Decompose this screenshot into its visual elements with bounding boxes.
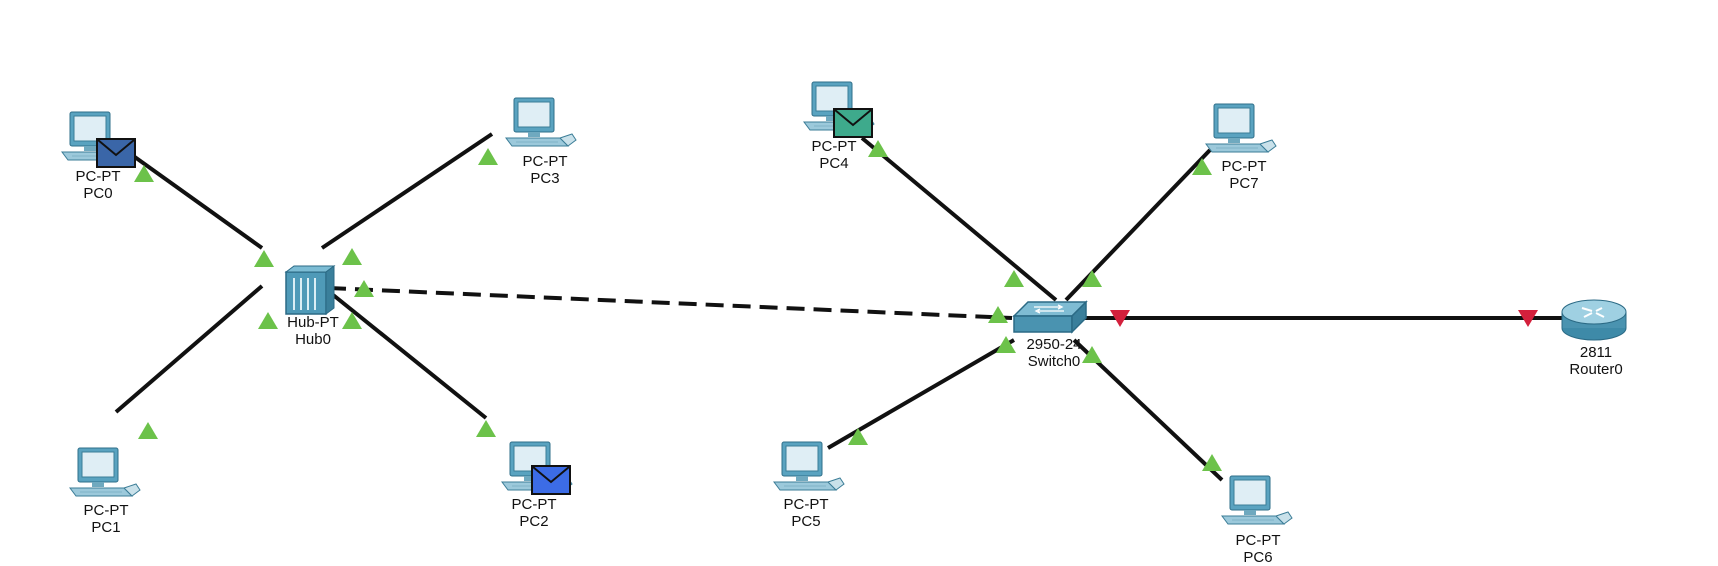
switch0-model: 2950-24 [1026, 336, 1082, 353]
pc5-model: PC-PT [783, 496, 829, 513]
cable-pc0-hub0[interactable] [116, 143, 264, 250]
pc6-model: PC-PT [1235, 532, 1281, 549]
link-light-up [478, 148, 498, 165]
pc7-model: PC-PT [1221, 158, 1267, 175]
link-light-up [354, 280, 374, 297]
link-light-up [254, 250, 274, 267]
envelope-icon[interactable] [833, 108, 873, 138]
cable-pc3-hub0[interactable] [320, 132, 494, 250]
cable-hub0-switch0[interactable] [327, 286, 1013, 320]
pc0-model: PC-PT [75, 168, 121, 185]
link-light-up [476, 420, 496, 437]
pc6-name: PC6 [1243, 549, 1273, 566]
link-light-up [1082, 346, 1102, 363]
pc4-model: PC-PT [811, 138, 857, 155]
pc1-name: PC1 [91, 519, 121, 536]
link-light-up [1202, 454, 1222, 471]
link-light-up [1004, 270, 1024, 287]
link-light-up [342, 248, 362, 265]
pc3-model: PC-PT [522, 153, 568, 170]
cable-pc2-hub0[interactable] [320, 284, 488, 420]
link-light-up [138, 422, 158, 439]
pc7-device[interactable] [1205, 103, 1277, 153]
hub0-name: Hub0 [295, 331, 331, 348]
pc0-name: PC0 [83, 185, 113, 202]
link-light-down [1110, 310, 1130, 327]
router0-model: 2811 [1579, 344, 1613, 361]
pc3-device[interactable] [505, 97, 577, 147]
hub0-model: Hub-PT [287, 314, 339, 331]
switch0-name: Switch0 [1027, 353, 1081, 370]
pc5-name: PC5 [791, 513, 821, 530]
pc5-device[interactable] [773, 441, 845, 491]
link-light-up [134, 165, 154, 182]
link-light-up [258, 312, 278, 329]
link-light-up [848, 428, 868, 445]
envelope-icon[interactable] [531, 465, 571, 495]
pc4-name: PC4 [819, 155, 849, 172]
pc1-model: PC-PT [83, 502, 129, 519]
link-light-down [1518, 310, 1538, 327]
cable-pc1-hub0[interactable] [114, 284, 264, 414]
link-light-up [988, 306, 1008, 323]
pc2-model: PC-PT [511, 496, 557, 513]
pc6-device[interactable] [1221, 475, 1293, 525]
hub0-device[interactable] [285, 265, 335, 315]
link-light-up [342, 312, 362, 329]
link-light-up [868, 140, 888, 157]
pc1-device[interactable] [69, 447, 141, 497]
switch0-device[interactable] [1013, 301, 1087, 333]
cable-pc6-switch0[interactable] [1072, 338, 1224, 482]
envelope-icon[interactable] [96, 138, 136, 168]
router0-name: Router0 [1569, 361, 1623, 378]
pc2-name: PC2 [519, 513, 549, 530]
router0-device[interactable] [1561, 299, 1627, 341]
pc3-name: PC3 [530, 170, 560, 187]
cable-pc4-switch0[interactable] [860, 136, 1058, 302]
link-light-up [996, 336, 1016, 353]
pc7-name: PC7 [1229, 175, 1259, 192]
link-light-up [1192, 158, 1212, 175]
link-light-up [1082, 270, 1102, 287]
